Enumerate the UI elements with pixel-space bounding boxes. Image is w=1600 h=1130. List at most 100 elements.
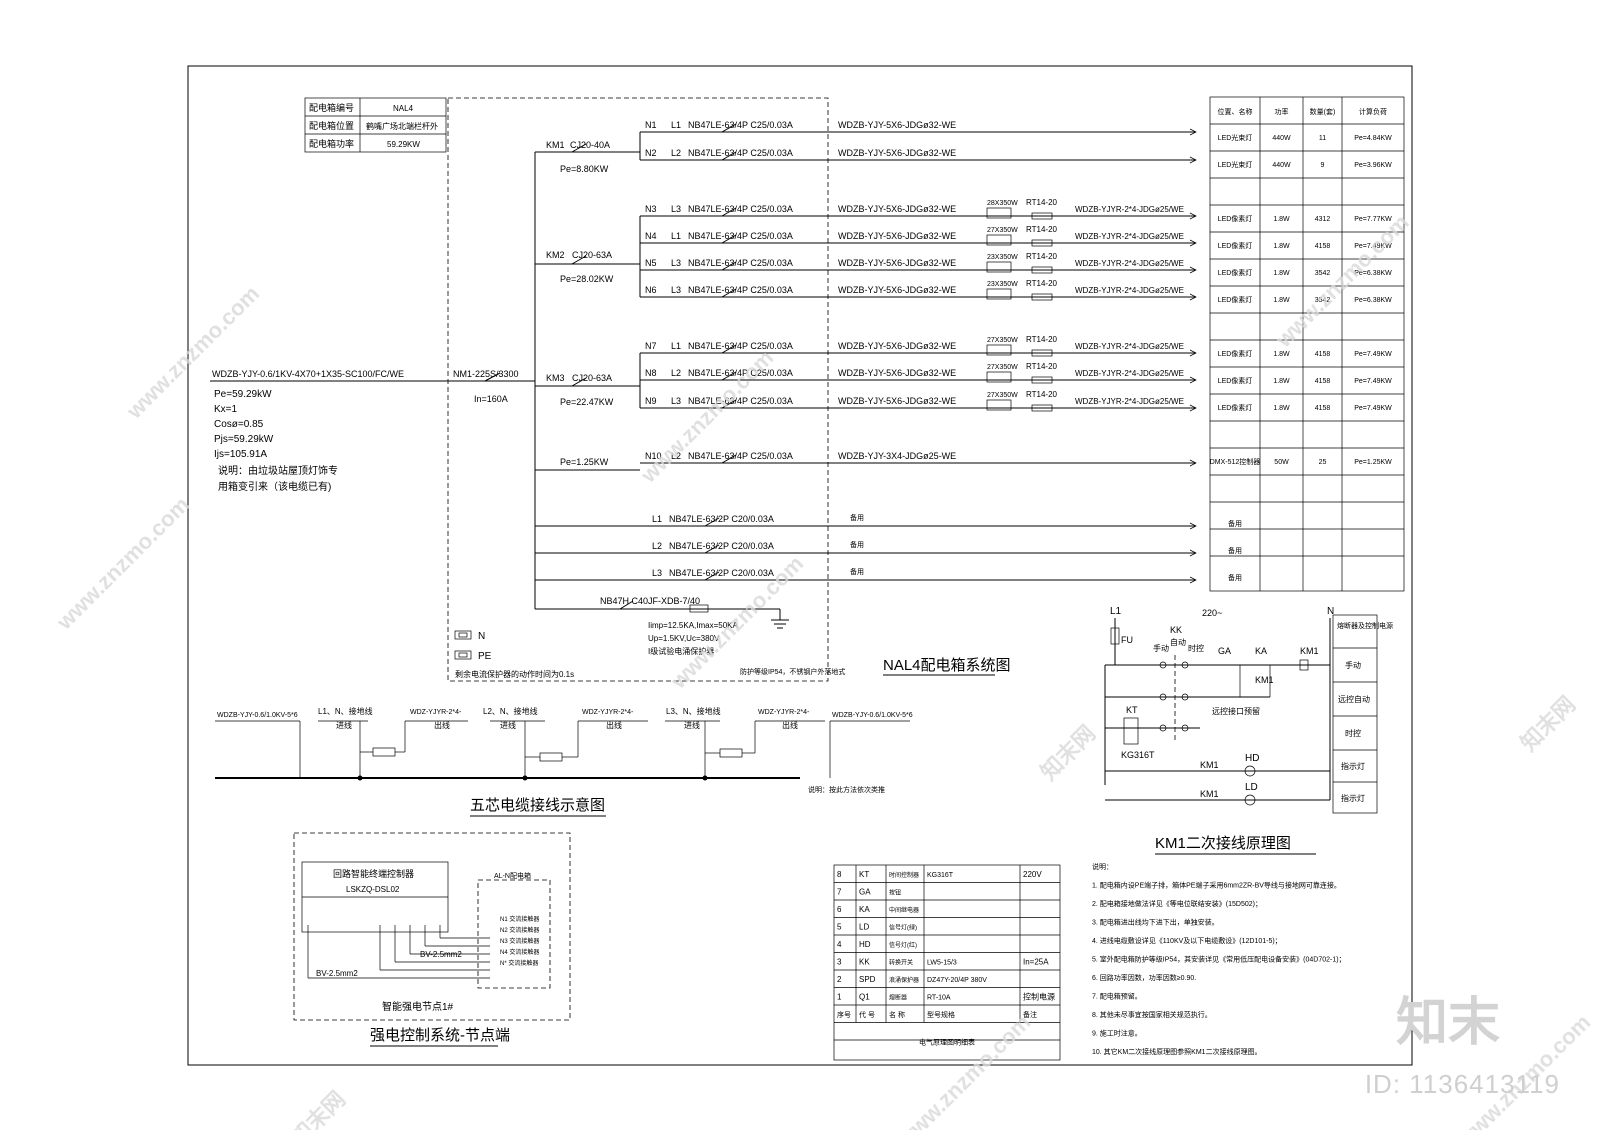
- load-header: 数量(套): [1310, 107, 1336, 116]
- n-terminal-label: N: [478, 631, 485, 642]
- incoming-feeder: WDZB-YJY-0.6/1KV-4X70+1X35-SC100/FC/WE P…: [210, 369, 535, 493]
- watermark-brand-1: 知末网: [1036, 721, 1100, 785]
- parts-cell: GA: [859, 888, 871, 897]
- parts-cell: 7: [837, 888, 842, 897]
- lamp-driver-box: [986, 344, 1012, 356]
- spare-note: 备用: [850, 513, 864, 522]
- circuit-cable-2: WDZB-YJYR-2*4-JDGø25/WE: [1075, 342, 1184, 351]
- parts-cell: KG316T: [927, 872, 954, 879]
- km1-km1c: KM1: [1200, 760, 1219, 770]
- circuit-breaker: NB47LE-63/4P C25/0.03A: [688, 120, 793, 130]
- load-header: 功率: [1275, 107, 1289, 116]
- side-3: 远控自动: [1338, 694, 1370, 704]
- node-contact-1: N1 交流接触器: [500, 915, 539, 923]
- info-label-1: 配电箱编号: [309, 102, 354, 113]
- circuit-n: N1: [645, 120, 657, 130]
- breaker-switch-icon: [721, 399, 737, 409]
- km1-voltage: 220~: [1202, 608, 1222, 618]
- hd-lamp-icon: [1244, 765, 1256, 777]
- spare-phase: L3: [652, 568, 662, 578]
- arrow-icon: [1189, 239, 1197, 247]
- note-line: 9. 施工时注意。: [1092, 1029, 1142, 1038]
- load-cell: 1.8W: [1273, 243, 1290, 250]
- node-contact-5: N* 交流接触器: [500, 959, 538, 967]
- fuse-icon: [1031, 349, 1053, 357]
- arrow-icon: [1189, 212, 1197, 220]
- note-line: 2. 配电箱接地做法详见《等电位联结安装》(15D502)；: [1092, 899, 1262, 908]
- arrow-icon: [1189, 576, 1197, 584]
- parts-cell: 220V: [1023, 870, 1042, 879]
- circuit-n: N3: [645, 204, 657, 214]
- load-cell: 1.8W: [1273, 351, 1290, 358]
- parts-header: 序号: [837, 1010, 851, 1019]
- parts-header: 名 称: [889, 1010, 905, 1019]
- load-cell: LED光束灯: [1218, 160, 1253, 169]
- circuit-cable-2: WDZB-YJYR-2*4-JDGø25/WE: [1075, 286, 1184, 295]
- contactor-groups: KM1 CJ20-40A Pe=8.80KW KM2 CJ20-63A Pe=2…: [535, 132, 641, 408]
- lamp-driver-box: [986, 288, 1012, 300]
- circuit-n10-extra: Pe=1.25KW: [535, 457, 640, 471]
- info-value-2: 鹤嘴广场北端栏杆外: [366, 121, 438, 131]
- watermark-site-1: www.znzmo.com: [121, 281, 264, 424]
- load-cell: 9: [1321, 162, 1325, 169]
- node-controller: 回路智能终端控制器: [333, 868, 414, 879]
- circuit-fuse: RT14-20: [1026, 198, 1058, 207]
- km1-wiring-diagram: L1 N 220~ FU KK 手动 自动 时控 GA KA KM1 KM1 远…: [1104, 606, 1393, 855]
- parts-cell: 浪涌保护器: [889, 976, 919, 984]
- incoming-cable: WDZB-YJY-0.6/1KV-4X70+1X35-SC100/FC/WE: [212, 369, 404, 379]
- load-cell: 备用: [1228, 519, 1242, 528]
- node-diagram-title: 强电控制系统-节点端: [370, 1027, 510, 1044]
- breaker-switch-icon: [721, 207, 737, 217]
- circuit-cable: WDZB-YJY-3X4-JDGø25-WE: [838, 451, 956, 461]
- parts-cell: RT-10A: [927, 995, 951, 1002]
- km1-ka: KA: [1255, 646, 1267, 656]
- breaker-switch-icon: [704, 571, 720, 581]
- node-model: LSKZQ-DSL02: [346, 885, 400, 894]
- circuit-breaker: NB47LE-63/4P C25/0.03A: [688, 231, 793, 241]
- load-cell: 440W: [1272, 135, 1291, 142]
- km2-name: KM2: [546, 250, 565, 260]
- circuit-n: N5: [645, 258, 657, 268]
- watermark-site-6: www.znzmo.com: [892, 1010, 1035, 1130]
- info-value-1: NAL4: [393, 104, 414, 113]
- cable-label-6: L2、N、接地线: [483, 706, 538, 716]
- circuit-breaker: NB47LE-63/4P C25/0.03A: [688, 148, 793, 158]
- lamp-driver-box: [986, 261, 1012, 273]
- load-header: 计算负荷: [1359, 107, 1387, 116]
- spd-breaker: NB47H C40: [600, 596, 648, 606]
- load-cell: LED像素灯: [1218, 403, 1253, 412]
- circuit-cable: WDZB-YJY-5X6-JDGø32-WE: [838, 396, 956, 406]
- node-box: AL-N配电箱: [494, 871, 531, 880]
- km2-pe: Pe=28.02KW: [560, 274, 614, 284]
- circuit-cable-2: WDZB-YJYR-2*4-JDGø25/WE: [1075, 397, 1184, 406]
- info-label-2: 配电箱位置: [309, 120, 354, 131]
- circuit-cable: WDZB-YJY-5X6-JDGø32-WE: [838, 120, 956, 130]
- arrow-icon: [1189, 404, 1197, 412]
- load-cell: 3542: [1315, 270, 1331, 277]
- circuit-lamp: 27X350W: [987, 392, 1018, 399]
- km1-kg: KG316T: [1121, 750, 1155, 760]
- load-cell: 备用: [1228, 573, 1242, 582]
- km1-km1: KM1: [1300, 646, 1319, 656]
- fuse-icon: [1031, 376, 1053, 384]
- load-cell: 1.8W: [1273, 405, 1290, 412]
- load-cell: Pe=1.25KW: [1354, 459, 1392, 466]
- km1-km1b: KM1: [1255, 675, 1274, 685]
- load-cell: 4312: [1315, 216, 1331, 223]
- circuit-cable: WDZB-YJY-5X6-JDGø32-WE: [838, 148, 956, 158]
- watermark-site-2: www.znzmo.com: [51, 492, 194, 635]
- note-line: 8. 其他未尽事宜按国家相关规范执行。: [1092, 1010, 1212, 1019]
- parts-cell: 熔断器: [889, 994, 907, 1002]
- spare-note: 备用: [850, 567, 864, 576]
- arrow-icon: [1189, 128, 1197, 136]
- circuit-n: N7: [645, 341, 657, 351]
- circuit-n: N8: [645, 368, 657, 378]
- spare-phase: L2: [652, 541, 662, 551]
- side-6: 指示灯: [1341, 793, 1365, 803]
- load-cell: 4158: [1315, 351, 1331, 358]
- cable-label-8: WDZ-YJYR-2*4-: [582, 709, 634, 716]
- circuit-cable-2: WDZB-YJYR-2*4-JDGø25/WE: [1075, 369, 1184, 378]
- breaker-switch-icon: [721, 234, 737, 244]
- arrow-icon: [1189, 349, 1197, 357]
